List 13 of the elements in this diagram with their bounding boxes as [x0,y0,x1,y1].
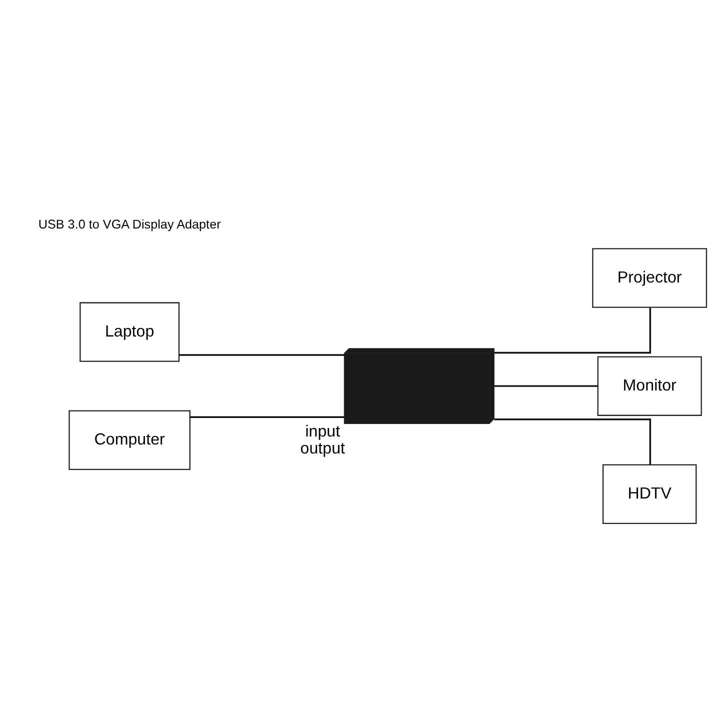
connector [179,354,344,356]
node-box: Monitor [597,356,702,416]
label: USB 3.0 to VGA Display Adapter [38,216,221,231]
connector [494,384,598,386]
node-box: Laptop [80,302,180,362]
node-label: output [300,439,345,458]
connector [190,416,344,418]
node-box: HDTV [602,464,697,524]
node-label: input [305,422,340,440]
connector [494,418,652,464]
node-box: Projector [592,248,708,308]
connector [494,307,652,354]
node-box: Computer [68,410,190,470]
